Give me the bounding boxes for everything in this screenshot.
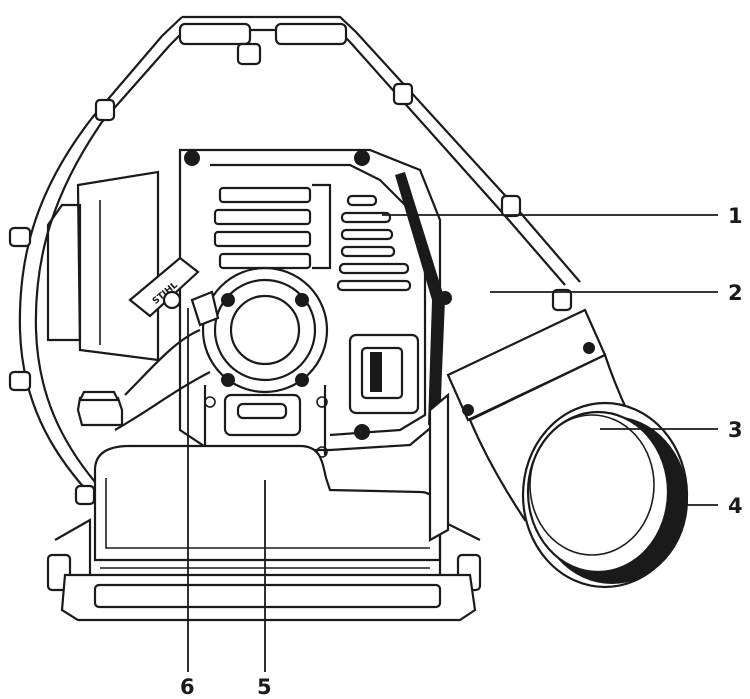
callout-4: 4 [728,494,743,518]
base-plate [46,518,482,622]
leader-lines [187,214,718,672]
fuel-cap [76,390,124,427]
fan-housing [8,15,581,506]
callout-5: 5 [257,675,272,699]
hatched-edge [395,172,445,425]
callout-3: 3 [728,418,743,442]
callout-labels: 1 2 3 4 5 6 [180,204,743,699]
intake-cover [46,170,211,431]
nozzle-ring [521,401,689,589]
cooling-fins [213,183,332,270]
callout-6: 6 [180,675,195,699]
muffler-box [348,333,420,415]
fuel-tank [93,444,442,562]
cylinder-cover-slots [336,194,412,292]
recoil-starter [201,266,329,394]
callout-2: 2 [728,281,743,305]
engine-block [178,148,452,458]
choke-lever: STIHL [128,256,220,327]
callout-1: 1 [728,204,743,228]
